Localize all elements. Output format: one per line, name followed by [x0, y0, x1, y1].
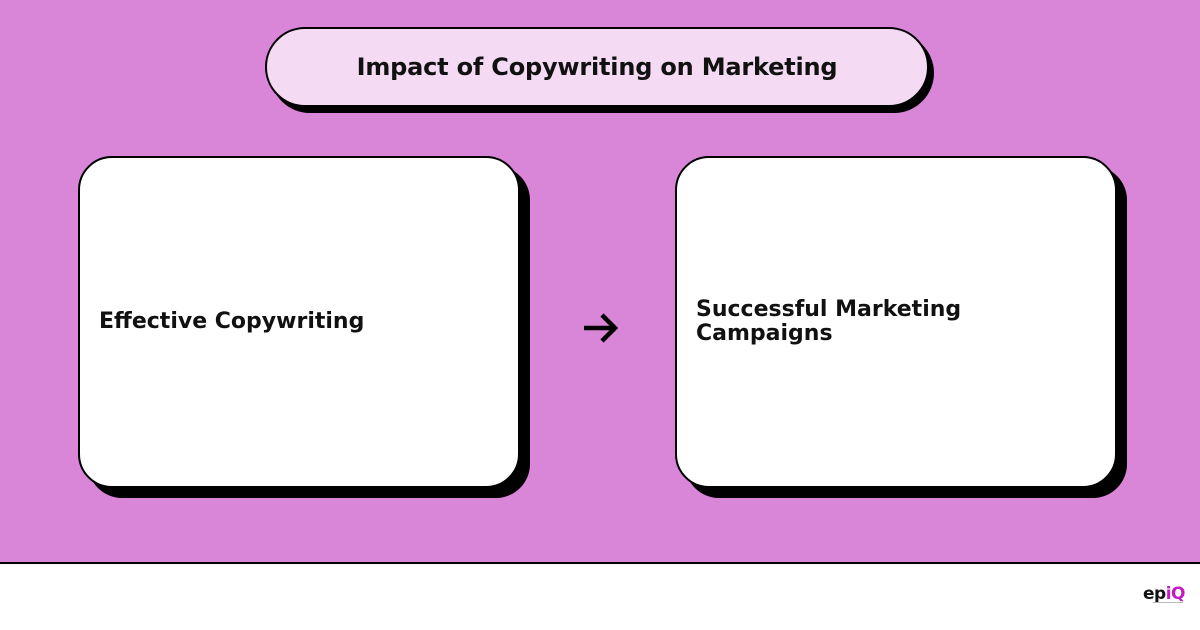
logo-text-ep: ep — [1143, 584, 1166, 604]
node-successful-marketing-campaigns: Successful Marketing Campaigns — [675, 156, 1117, 488]
title-pill: Impact of Copywriting on Marketing — [265, 27, 929, 107]
node-effective-copywriting: Effective Copywriting — [78, 156, 520, 488]
node-label: Effective Copywriting — [99, 309, 365, 334]
logo-tagline — [1153, 602, 1183, 603]
arrow-right-icon — [578, 308, 622, 348]
epiq-logo: epiQ — [1143, 585, 1185, 607]
node-label: Successful Marketing Campaigns — [696, 297, 962, 346]
logo-text-iq: iQ — [1165, 584, 1186, 604]
diagram-canvas: Impact of Copywriting on Marketing Effec… — [0, 0, 1200, 564]
diagram-title: Impact of Copywriting on Marketing — [356, 53, 838, 81]
